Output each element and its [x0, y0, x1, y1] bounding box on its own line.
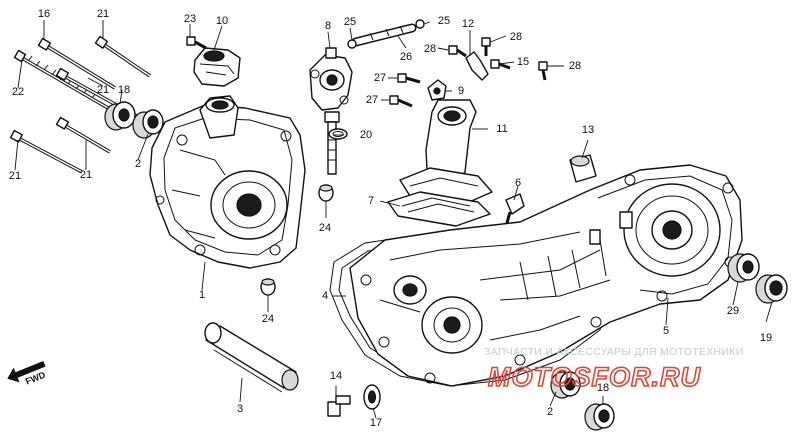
bolt-28-top	[481, 37, 491, 56]
reed-valve-7	[387, 191, 491, 227]
callout-6: 6	[515, 177, 521, 189]
callout-29: 29	[727, 305, 739, 317]
callout-28-a: 28	[424, 43, 436, 55]
bearing-2-left	[132, 109, 164, 139]
bearing-18-bottom	[584, 403, 615, 431]
callout-22: 22	[12, 86, 24, 98]
callout-28-b: 28	[510, 31, 522, 43]
watermark-brand: MOTOSFOR.RU	[488, 362, 702, 392]
callout-4: 4	[322, 290, 328, 302]
pipe-3	[204, 322, 299, 393]
callout-8: 8	[325, 20, 331, 32]
callout-13: 13	[582, 124, 594, 136]
bolt-21-lower-b	[9, 129, 83, 174]
callout-9: 9	[458, 85, 464, 97]
bearing-18	[104, 101, 136, 131]
callout-15: 15	[517, 56, 529, 68]
stud-22	[13, 49, 109, 110]
callout-19: 19	[760, 332, 772, 344]
callout-21-a: 21	[97, 8, 109, 20]
bolt-28-left	[448, 45, 467, 58]
callout-2-b: 2	[547, 406, 553, 418]
callout-11: 11	[496, 123, 507, 135]
oil-pump-8	[309, 47, 353, 111]
right-crankcase-half	[349, 164, 743, 387]
callout-3: 3	[237, 403, 243, 415]
callout-18: 18	[118, 84, 130, 96]
watermark: ЗАПЧАСТИ И АКСЕССУАРЫ ДЛЯ МОТОТЕХНИКИ MO…	[484, 346, 744, 393]
bearing-29	[727, 253, 760, 283]
bushing-13	[569, 154, 597, 183]
callout-10: 10	[216, 15, 228, 27]
drain-bolt-14	[327, 395, 351, 417]
callout-7: 7	[368, 195, 374, 207]
callout-5: 5	[663, 325, 669, 337]
callout-25-b: 25	[438, 15, 450, 27]
reed-housing-11	[399, 99, 493, 207]
bolt-16	[37, 37, 116, 90]
callout-25-a: 25	[344, 16, 356, 28]
clip-9	[427, 79, 447, 101]
callout-26: 26	[400, 51, 412, 63]
callout-14: 14	[330, 370, 342, 382]
callout-27-a: 27	[374, 72, 386, 84]
dowel-24-bottom	[260, 278, 276, 296]
bolt-27-lower	[389, 95, 413, 108]
callout-24-a: 24	[319, 222, 331, 234]
callout-18-b: 18	[597, 382, 609, 394]
bearing-2-bottom	[550, 371, 581, 399]
leader-lines	[14, 20, 773, 419]
callout-12: 12	[462, 18, 474, 30]
cover-10	[193, 47, 241, 87]
hose-26	[351, 23, 417, 47]
callout-21-b: 21	[97, 84, 109, 96]
left-crankcase-half	[149, 95, 306, 269]
watermark-caption: ЗАПЧАСТИ И АКСЕССУАРЫ ДЛЯ МОТОТЕХНИКИ	[484, 346, 744, 358]
seal-19	[755, 274, 788, 304]
callout-27-b: 27	[366, 94, 378, 106]
clip-25-right	[415, 19, 425, 29]
callout-1: 1	[199, 289, 205, 301]
bracket-12	[465, 51, 489, 81]
callout-2-a: 2	[135, 158, 141, 170]
callout-numbers: 16 21 23 10 8 25 25 12 28 28 15 28 9 27 …	[9, 8, 772, 429]
callout-28-c: 28	[569, 60, 581, 72]
callout-16: 16	[38, 8, 50, 20]
fwd-arrow: FWD	[7, 360, 47, 387]
callout-23: 23	[184, 13, 196, 25]
callout-21-d: 21	[9, 170, 21, 182]
clip-25-left	[347, 39, 357, 49]
bolt-21-top	[94, 35, 151, 78]
bolt-23	[186, 36, 207, 50]
dowel-24-top	[318, 184, 334, 202]
callout-21-c: 21	[80, 169, 92, 181]
oil-pump-shaft	[324, 111, 340, 175]
washer-17	[363, 384, 381, 410]
bolt-21-lower-a	[55, 116, 111, 154]
callout-20: 20	[360, 129, 372, 141]
bolt-28-right	[538, 61, 548, 81]
callout-17: 17	[370, 417, 382, 429]
o-ring-20	[328, 128, 348, 140]
callout-24-b: 24	[262, 313, 274, 325]
bolt-27-upper	[397, 73, 421, 84]
